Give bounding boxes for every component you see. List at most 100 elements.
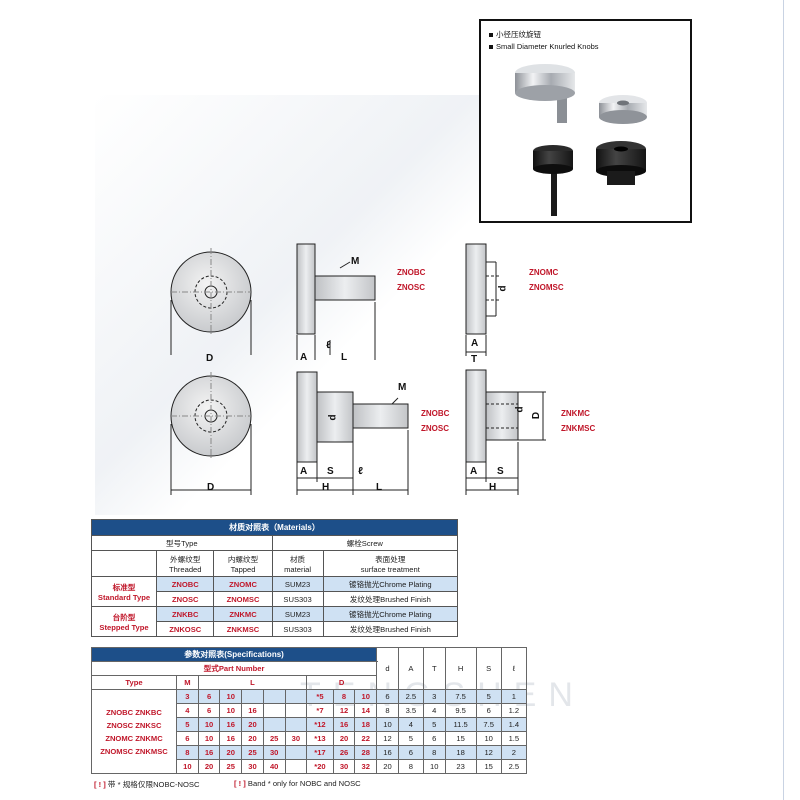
cell-D: 18 (354, 717, 378, 732)
cell-T: 8 (422, 745, 446, 760)
cell-D: *13 (306, 731, 334, 746)
cell-L: 20 (197, 759, 221, 774)
dim-M-top: M (351, 256, 360, 267)
mat-surface: 发纹处理Brushed Finish (322, 591, 459, 607)
cell-d: 12 (376, 731, 399, 746)
cell-l: 1.5 (500, 731, 528, 746)
mat-material: SUS303 (271, 591, 324, 607)
cell-L: 40 (262, 759, 286, 774)
dim-A-bottom-right: A (470, 466, 478, 477)
materials-blank-cell (91, 550, 157, 577)
cell-l: 1.4 (500, 717, 528, 732)
cell-l: 2.5 (500, 759, 528, 774)
dim-S-bottom-right: S (497, 466, 504, 477)
code-top-left-2: ZNOSC (397, 283, 425, 292)
cell-L (284, 717, 308, 732)
cell-H: 18 (444, 745, 477, 760)
dim-L-bottom: L (376, 482, 383, 493)
code-top-right-1: ZNOMC (529, 268, 559, 277)
cell-D: *12 (306, 717, 334, 732)
cell-D: *7 (306, 703, 334, 718)
col-M-header: M (176, 675, 199, 690)
cell-L: 16 (197, 745, 221, 760)
cell-L: 16 (219, 731, 243, 746)
materials-type-header: 型号Type (91, 535, 273, 551)
cell-d: 10 (376, 717, 399, 732)
cell-T: 6 (422, 731, 446, 746)
dim-l-bottom: ℓ (358, 466, 363, 477)
cell-d: 16 (376, 745, 399, 760)
dim-d-bottom-right: d (514, 406, 526, 413)
cell-L: 16 (241, 703, 264, 718)
dim-S-bottom: S (327, 466, 334, 477)
col-A-header: A (397, 647, 424, 690)
type-entry: ZNOMSC ZNKMSC (100, 746, 168, 756)
dim-d-bottom: d (327, 414, 339, 421)
dim-H-bottom: H (322, 482, 330, 493)
mat-threaded: ZNOBC (155, 576, 215, 592)
dim-T-top-right: T (471, 354, 478, 365)
cell-S: 5 (475, 689, 502, 704)
materials-screw-header: 螺栓Screw (271, 535, 459, 551)
part-number-header: 型式Part Number (90, 661, 378, 676)
cell-L: 30 (262, 745, 286, 760)
cell-S: 15 (475, 759, 502, 774)
cell-H: 15 (444, 731, 477, 746)
cell-A: 3.5 (397, 703, 424, 718)
mat-material: SUS303 (271, 621, 324, 637)
mat-surface: 镀铬抛光Chrome Plating (322, 576, 459, 592)
dim-d-top-right: d (497, 285, 509, 292)
cell-L (284, 689, 308, 704)
cell-T: 3 (422, 689, 446, 704)
code-bottom-left-2: ZNOSC (421, 424, 449, 433)
mat-material: SUM23 (271, 576, 324, 592)
cell-L: 10 (197, 731, 221, 746)
cell-L: 25 (262, 731, 286, 746)
mat-threaded: ZNOSC (155, 591, 215, 607)
cell-D: 10 (354, 689, 378, 704)
dim-H-bottom-right: H (489, 482, 497, 493)
specifications-table: 参数对照表(Specifications) d A T H S ℓ 型式Part… (90, 647, 528, 774)
cell-S: 12 (475, 745, 502, 760)
type-entry: ZNOMC ZNKMC (105, 733, 163, 743)
cell-A: 2.5 (397, 689, 424, 704)
cell-D: 20 (332, 731, 356, 746)
cell-L: 6 (197, 703, 221, 718)
col-d-header: d (376, 647, 399, 690)
cell-L (262, 689, 286, 704)
cell-L: 6 (197, 689, 221, 704)
dim-M-bottom: M (398, 382, 407, 393)
cell-A: 8 (397, 759, 424, 774)
cell-H: 7.5 (444, 689, 477, 704)
cell-H: 9.5 (444, 703, 477, 718)
dim-D-bottom-right: D (531, 411, 543, 420)
code-top-left-1: ZNOBC (397, 268, 426, 277)
code-bottom-right-2: ZNKMSC (561, 424, 596, 433)
dim-A-bottom: A (300, 466, 308, 477)
photo-title-en: Small Diameter Knurled Knobs (489, 42, 599, 51)
cell-M: 3 (176, 689, 199, 704)
cell-d: 20 (376, 759, 399, 774)
cell-L (284, 745, 308, 760)
col-D-header: D (306, 675, 378, 690)
cell-M: 6 (176, 731, 199, 746)
cell-L: 10 (197, 717, 221, 732)
dim-D-top: D (206, 353, 214, 364)
dim-l-top: ℓ (326, 340, 331, 351)
cell-D: 12 (332, 703, 356, 718)
mat-tapped: ZNOMC (213, 576, 273, 592)
cell-S: 6 (475, 703, 502, 718)
cell-L: 25 (219, 759, 243, 774)
mat-tapped: ZNKMC (213, 606, 273, 622)
mat-material: SUM23 (271, 606, 324, 622)
col-H-header: H (444, 647, 477, 690)
type-entry: ZNOBC ZNKBC (106, 707, 162, 717)
cell-A: 5 (397, 731, 424, 746)
cell-d: 6 (376, 689, 399, 704)
cell-D: 32 (354, 759, 378, 774)
